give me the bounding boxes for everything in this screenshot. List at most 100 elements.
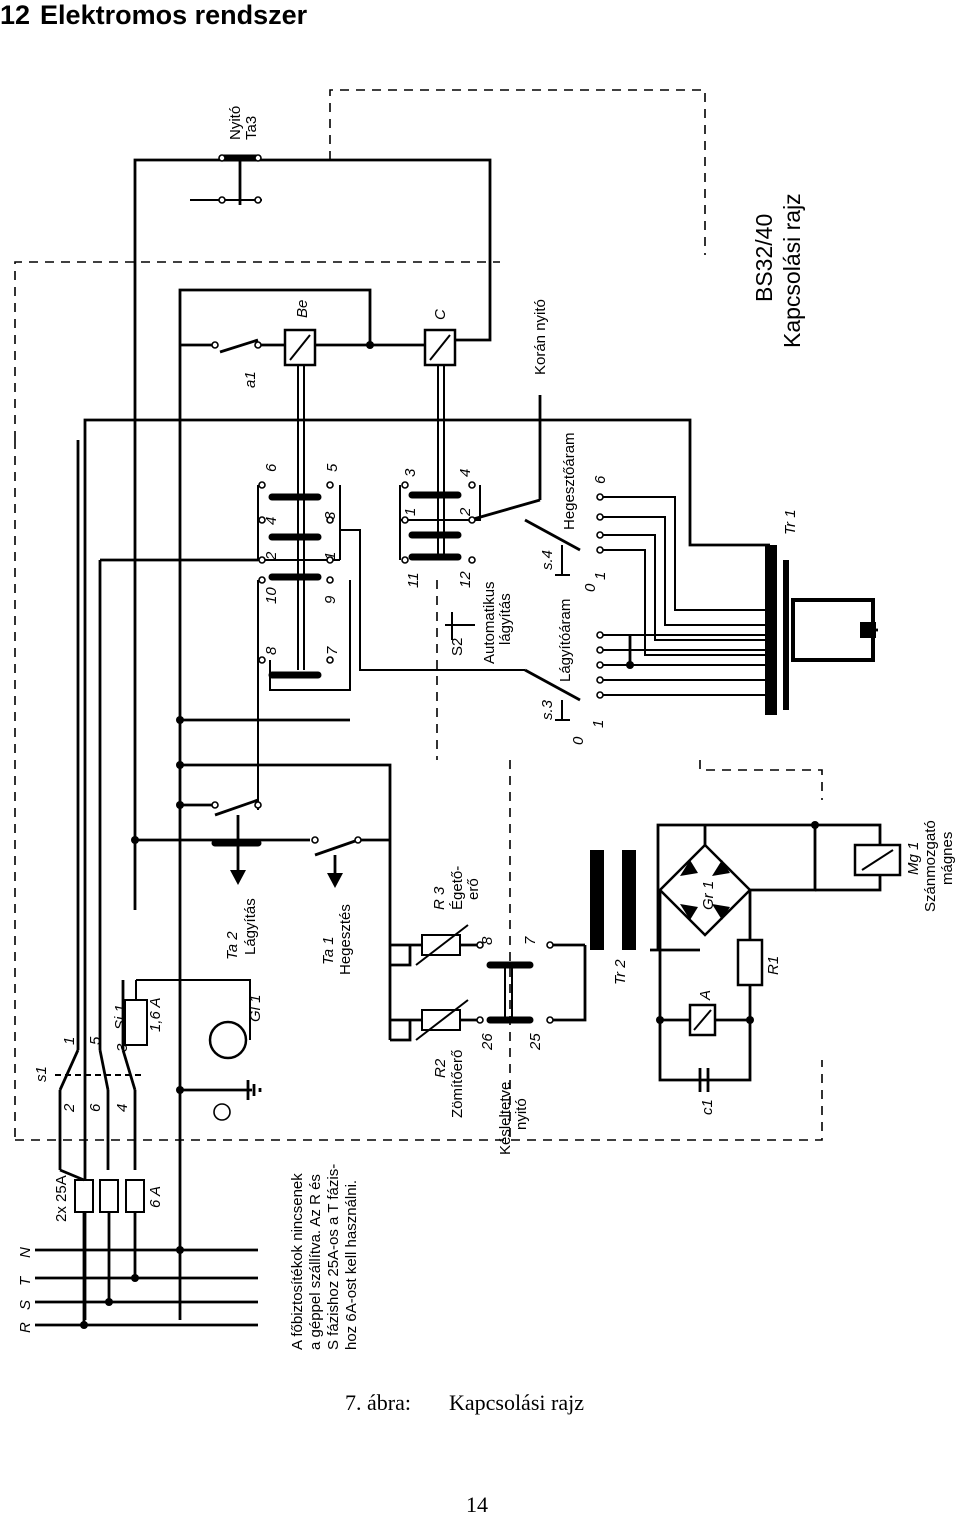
line-t: T <box>17 1275 34 1286</box>
note-line3: S fázishoz 25A-os a T fázis- <box>325 1164 342 1350</box>
label-fuse25: 2x 25A <box>53 1175 70 1222</box>
contact-s1-2: 2 <box>61 1103 78 1113</box>
label-mg1-2: Szánmozgató <box>922 820 939 912</box>
label-c: C <box>432 309 449 320</box>
line-n: N <box>17 1247 34 1258</box>
label-ta2-2: Lágyítás <box>242 898 259 955</box>
figure-caption: 7. ábra: Kapcsolási rajz <box>345 1390 584 1416</box>
contact-1b: 1 <box>402 508 419 516</box>
label-keslelteto-1: Késleltetve <box>497 1082 514 1155</box>
label-r3-1: R 3 <box>431 886 448 910</box>
contact-8: 8 <box>263 646 280 655</box>
contact-12: 12 <box>457 571 474 588</box>
label-r2-2: Zömítőerő <box>449 1050 466 1118</box>
contact-s1-4: 4 <box>114 1104 131 1112</box>
title-line2: Kapcsolási rajz <box>779 193 805 348</box>
label-a: A <box>697 990 714 1001</box>
contact-block <box>257 481 481 810</box>
dashed-boundary <box>14 89 823 1141</box>
label-s1: s1 <box>33 1066 50 1082</box>
label-koran-nyito: Korán nyitó <box>532 299 549 375</box>
contact-s1-3: 3 <box>114 1043 131 1052</box>
label-gr1: Gr 1 <box>700 881 717 910</box>
contact-1a: 1 <box>590 720 607 728</box>
label-fuse16: 1,6 A <box>147 998 164 1032</box>
label-r2-1: R2 <box>432 1058 449 1078</box>
bus-lines <box>83 395 770 1320</box>
label-tr1: Tr 1 <box>782 509 799 535</box>
contact-1c: 1 <box>592 572 609 580</box>
contact-0b: 0 <box>582 583 599 592</box>
label-r1: R1 <box>765 956 782 975</box>
contact-10: 10 <box>263 587 280 604</box>
ta3-circuit <box>133 154 492 910</box>
main-fuses <box>35 1168 258 1329</box>
contact-5: 5 <box>324 463 341 472</box>
label-a1: a1 <box>242 371 259 388</box>
line-r: R <box>17 1322 34 1333</box>
contact-0a: 0 <box>570 736 587 745</box>
relay-be-c <box>178 288 457 720</box>
contact-3: 3 <box>322 511 339 520</box>
label-ta1-1: Ta 1 <box>320 936 337 965</box>
label-r3-2: Égető- <box>449 866 466 910</box>
label-tr2: Tr 2 <box>612 959 629 985</box>
page-number: 14 <box>466 1492 488 1517</box>
section-title: Elektromos rendszer <box>40 0 308 30</box>
contact-s1-1: 1 <box>61 1037 78 1045</box>
contact-2b: 2 <box>457 507 474 517</box>
section-heading: 12 Elektromos rendszer <box>0 0 307 31</box>
label-mg1-1: Mg 1 <box>905 842 922 875</box>
label-s4: s.4 <box>539 550 556 570</box>
contact-1: 1 <box>322 552 339 560</box>
label-ta3-line1: Nyitó <box>227 106 244 140</box>
label-gl1: Gl 1 <box>247 994 264 1022</box>
contact-9: 9 <box>322 595 339 604</box>
contact-s1-5: 5 <box>87 1036 104 1045</box>
label-fuse6: 6 A <box>147 1186 164 1208</box>
label-ta2-1: Ta 2 <box>224 931 241 960</box>
pushbuttons <box>131 716 392 1040</box>
contact-11: 11 <box>405 572 422 588</box>
contact-4: 4 <box>263 517 280 525</box>
caption-text: Kapcsolási rajz <box>448 1390 584 1415</box>
label-s2: S2 <box>449 638 466 656</box>
note-line1: A főbiztosítékok nincsenek <box>289 1173 306 1350</box>
label-automatikus-1: Automatikus <box>481 581 498 664</box>
contact-7: 7 <box>324 646 341 655</box>
tap-selectors <box>480 493 770 721</box>
contact-7b: 7 <box>522 936 539 945</box>
contact-6b: 6 <box>592 475 609 484</box>
contact-6: 6 <box>263 463 280 472</box>
contact-8b: 8 <box>479 936 496 945</box>
label-keslelteto-2: nyitó <box>513 1098 530 1130</box>
label-ta3-line2: Ta3 <box>243 116 260 140</box>
note-line4: hoz 6A-ost kell használni. <box>343 1180 360 1350</box>
caption-label: 7. ábra: <box>345 1390 411 1415</box>
supply-section <box>55 440 262 1320</box>
labels: Nyitó Ta3 a1 Be C Korán nyitó BS32/40 Ka… <box>17 106 956 1350</box>
label-s3: s.3 <box>539 699 556 720</box>
contact-4b: 4 <box>457 469 474 477</box>
transformer-tr2 <box>590 821 902 1092</box>
label-c1: c1 <box>699 1099 716 1115</box>
wiring-diagram: Nyitó Ta3 a1 Be C Korán nyitó BS32/40 Ka… <box>14 89 956 1350</box>
resistors-r2-r3 <box>390 924 587 1042</box>
contact-26: 26 <box>479 1033 496 1051</box>
transformer-tr1 <box>765 545 878 715</box>
label-be: Be <box>294 300 311 318</box>
line-s: S <box>17 1300 34 1310</box>
label-ta1-2: Hegesztés <box>337 904 354 975</box>
label-si1: Si 1 <box>112 1004 129 1030</box>
contact-2: 2 <box>263 551 280 561</box>
contact-25: 25 <box>527 1033 544 1051</box>
section-number: 12 <box>0 0 31 30</box>
contact-3b: 3 <box>402 468 419 477</box>
title-line1: BS32/40 <box>751 214 777 302</box>
label-automatikus-2: lágyítás <box>497 593 514 645</box>
s2-switch <box>445 612 475 640</box>
contact-s1-6: 6 <box>87 1103 104 1112</box>
note-line2: a géppel szállítva. Az R és <box>307 1174 324 1350</box>
label-mg1-3: mágnes <box>939 832 956 885</box>
label-r3-3: erő <box>465 878 482 900</box>
